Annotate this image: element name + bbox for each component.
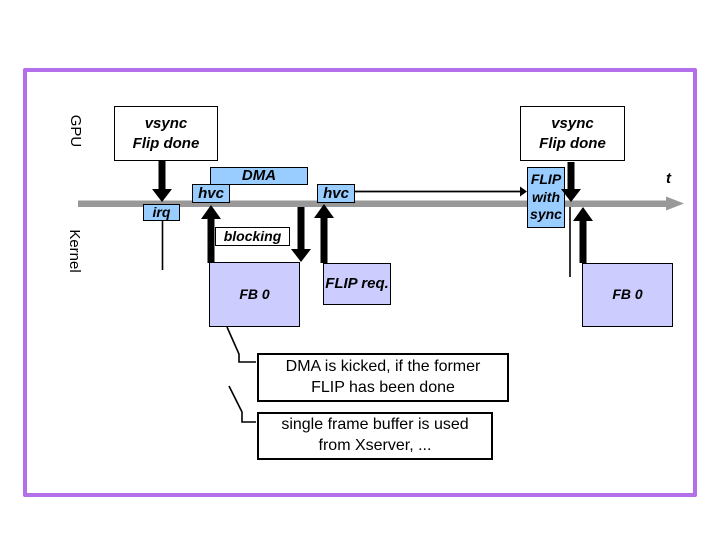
blocking-box: blocking (215, 227, 290, 246)
vsync-flip-done-box-left: vsync Flip done (114, 106, 218, 161)
irq-box: irq (143, 204, 180, 221)
callout-single-fb-line1: single frame buffer is used (281, 416, 469, 434)
hvc-box-first: hvc (192, 184, 230, 203)
flip-with-sync-line2: with (532, 188, 560, 205)
vsync-flip-done-box-right: vsync Flip done (520, 106, 625, 161)
hvc-box-second: hvc (317, 184, 355, 203)
callout-dma-kicked-line1: DMA is kicked, if the former (285, 357, 481, 375)
kernel-label-text: Kernel (66, 229, 84, 273)
gpu-label-text: GPU (67, 114, 85, 148)
dma-box: DMA (210, 167, 308, 185)
lane-label-gpu: GPU (56, 111, 96, 151)
time-axis-label: t (666, 170, 671, 187)
fb0-box-left: FB 0 (209, 262, 300, 327)
vsync-right-line2: Flip done (539, 134, 606, 152)
vsync-left-line1: vsync (144, 115, 188, 132)
lane-label-kernel: Kernel (47, 223, 103, 279)
callout-dma-kicked: DMA is kicked, if the former FLIP has be… (257, 353, 509, 402)
callout-single-fb-line2: from Xserver, ... (318, 437, 432, 454)
callout-single-frame-buffer: single frame buffer is used from Xserver… (257, 412, 493, 460)
vsync-left-line2: Flip done (132, 134, 200, 152)
vsync-right-line1: vsync (551, 115, 594, 132)
flip-with-sync-box: FLIP with sync (527, 167, 565, 228)
fb0-box-right: FB 0 (582, 263, 673, 327)
flip-with-sync-line3: sync (530, 206, 562, 223)
callout-dma-kicked-line2: FLIP has been done (311, 378, 455, 396)
flip-req-box: FLIP req. (323, 263, 391, 305)
flip-with-sync-line1: FLIP (530, 171, 562, 188)
